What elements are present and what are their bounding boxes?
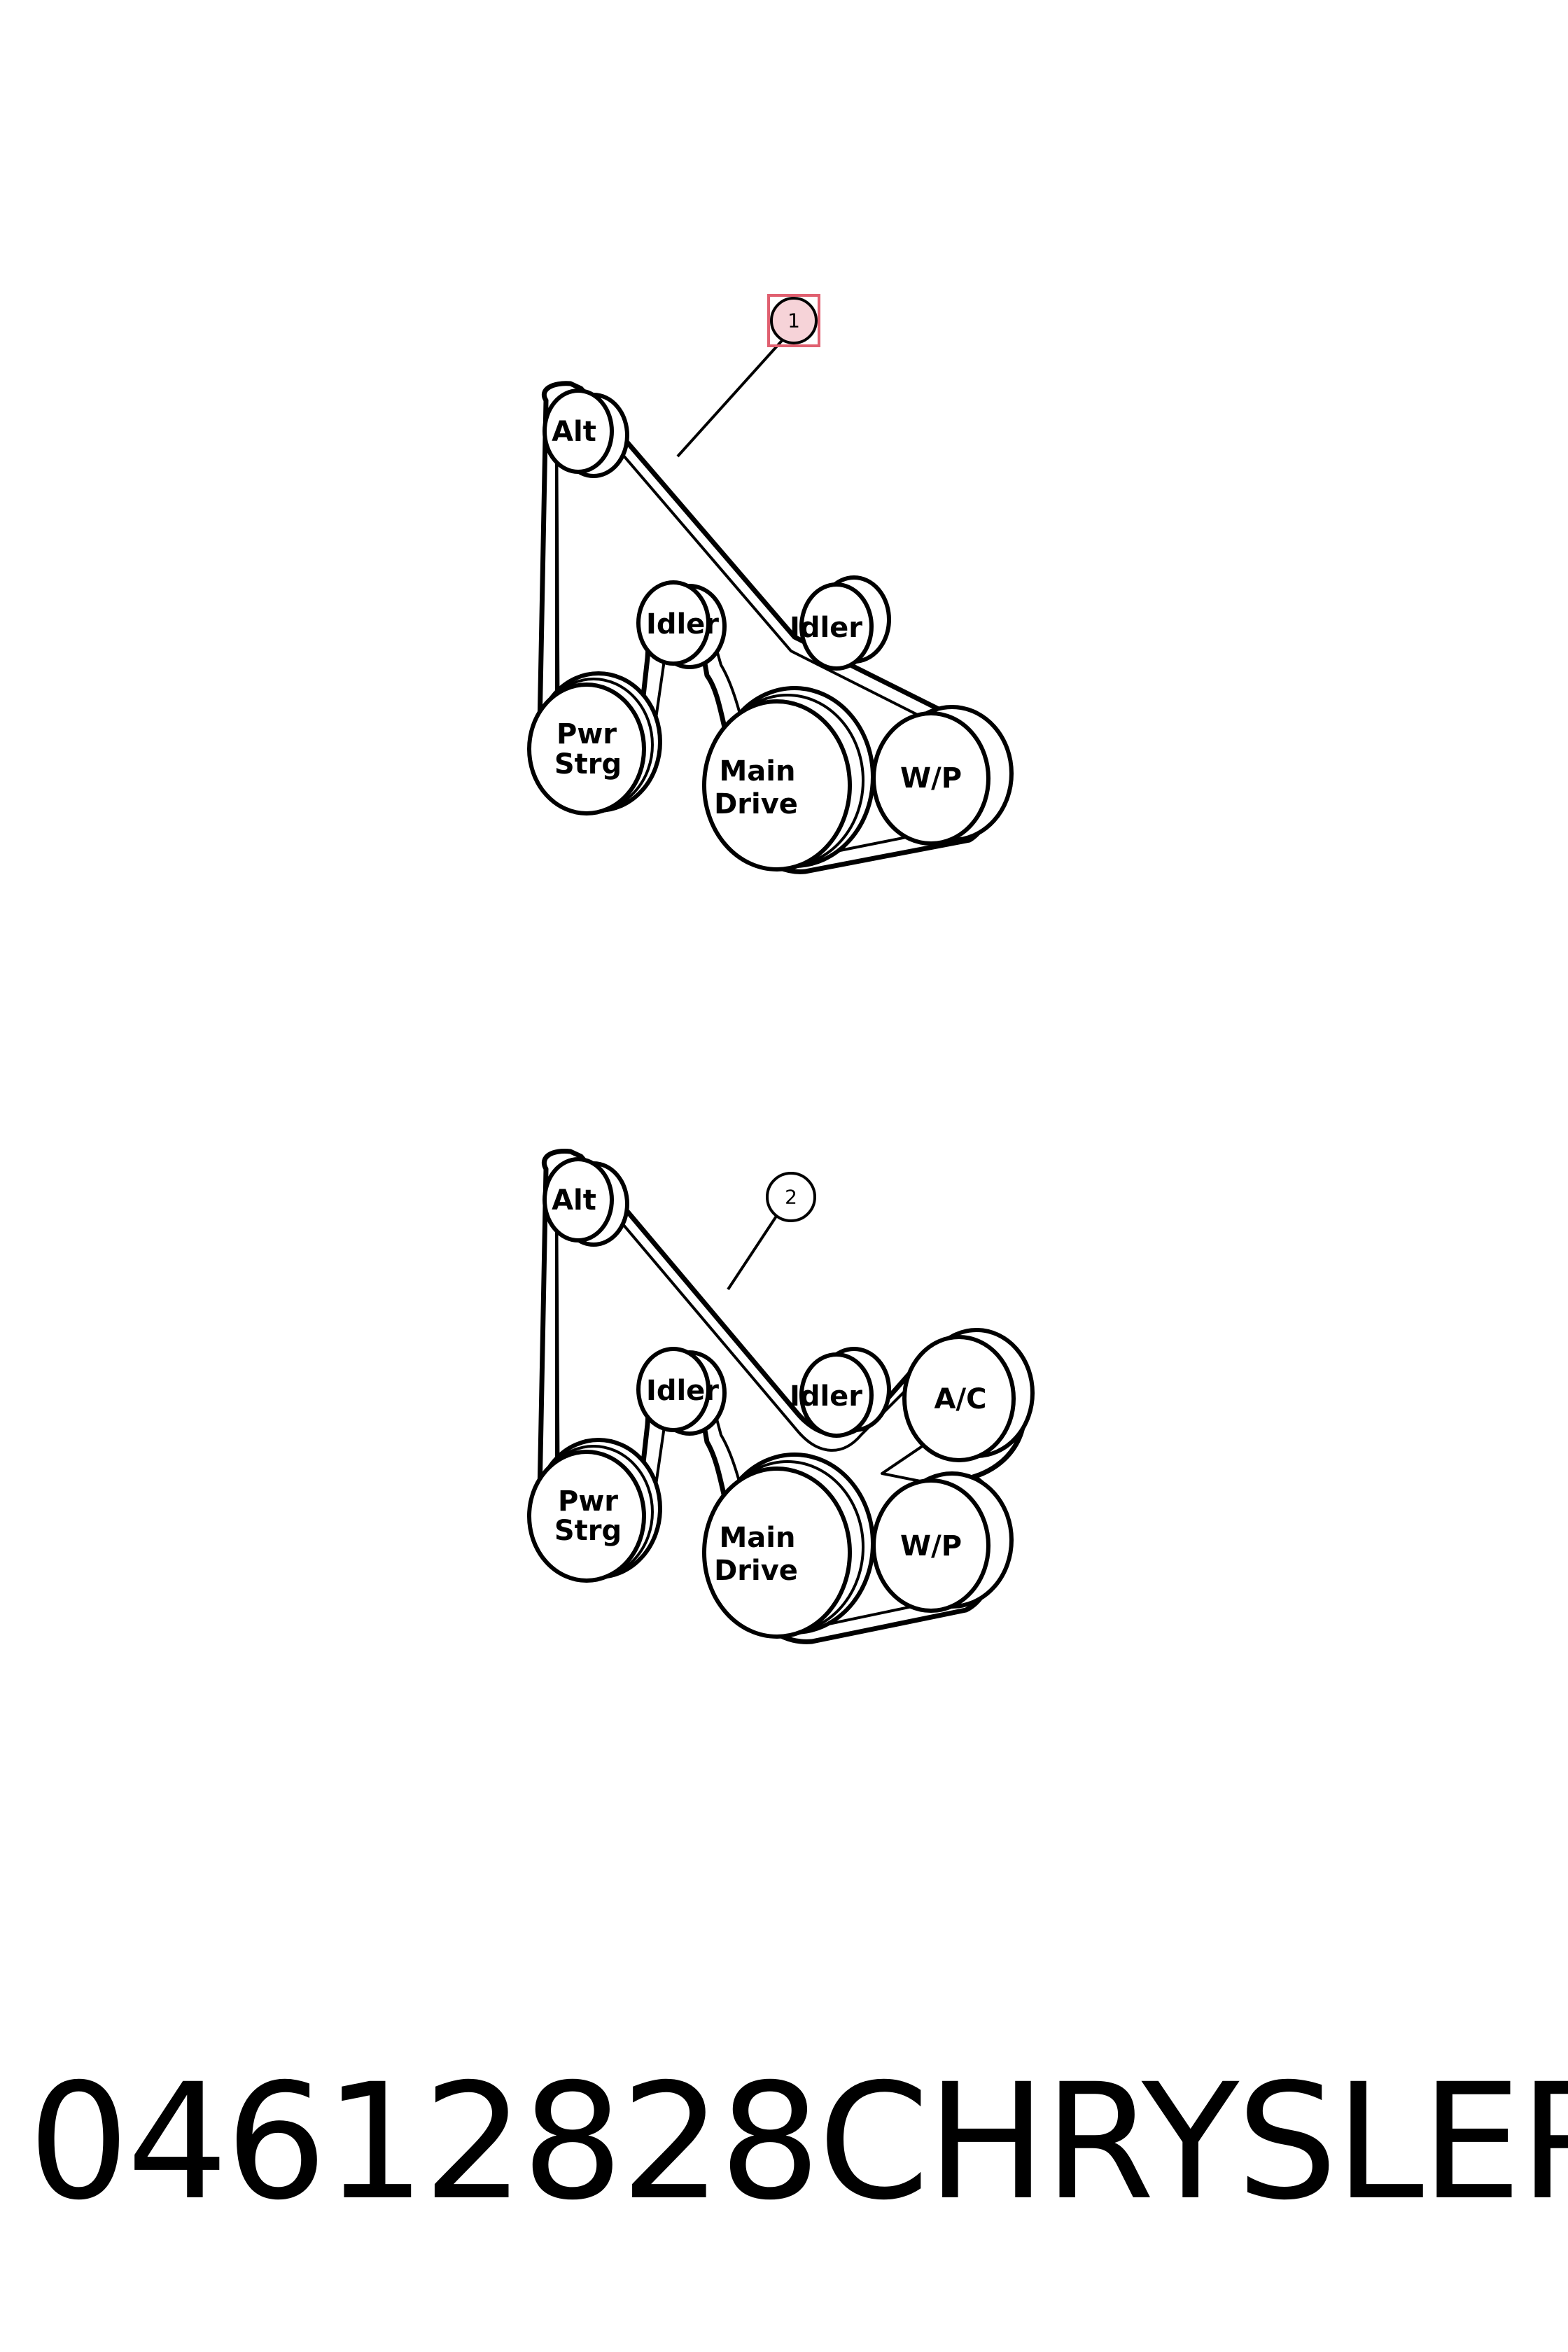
pwr-strg-label-line1: Pwr bbox=[556, 718, 617, 750]
main-drive-label-line1: Main bbox=[720, 1522, 796, 1554]
callout-2-number: 2 bbox=[785, 1186, 797, 1209]
pwr-strg-label-line2: Strg bbox=[554, 748, 622, 780]
part-number: 04612828 bbox=[28, 2049, 820, 2235]
pwr-strg-label-line1: Pwr bbox=[558, 1485, 618, 1518]
wp-pulley-2: W/P bbox=[872, 1471, 1014, 1613]
idler-left-label: Idler bbox=[646, 608, 719, 640]
wp-label: W/P bbox=[900, 762, 962, 794]
pwr-strg-pulley-2: Pwr Strg bbox=[527, 1438, 662, 1583]
alt-pulley-2: Alt bbox=[542, 1157, 629, 1247]
main-drive-pulley-2: Main Drive bbox=[702, 1452, 875, 1639]
callout-1[interactable]: 1 bbox=[676, 294, 820, 458]
ac-label: A/C bbox=[934, 1383, 987, 1415]
part-caption: 04612828 CHRYSLER bbox=[28, 2030, 1568, 2254]
idler-left-label: Idler bbox=[646, 1375, 719, 1407]
belt-diagram-2: Alt Idler Idler A/C Pwr Strg bbox=[527, 1148, 1035, 1644]
idler-right-pulley-2: Idler bbox=[790, 1347, 891, 1438]
wp-pulley-1: W/P bbox=[872, 705, 1014, 846]
main-drive-label-line2: Drive bbox=[714, 1555, 798, 1587]
pwr-strg-pulley-1: Pwr Strg bbox=[527, 671, 662, 816]
idler-right-pulley-1: Idler bbox=[790, 575, 891, 671]
main-drive-label-line2: Drive bbox=[714, 788, 798, 820]
main-drive-pulley-1: Main Drive bbox=[702, 686, 875, 872]
brand-name: CHRYSLER bbox=[818, 2049, 1568, 2235]
main-drive-label-line1: Main bbox=[720, 755, 796, 788]
ac-pulley-2: A/C bbox=[902, 1328, 1035, 1462]
callout-1-number: 1 bbox=[788, 309, 800, 332]
idler-left-pulley-1: Idler bbox=[636, 580, 727, 669]
wp-label: W/P bbox=[900, 1530, 962, 1562]
idler-right-label: Idler bbox=[790, 612, 862, 644]
idler-left-pulley-2: Idler bbox=[636, 1347, 727, 1436]
alt-pulley-1: Alt bbox=[542, 388, 629, 478]
pwr-strg-label-line2: Strg bbox=[554, 1515, 622, 1547]
idler-right-label: Idler bbox=[790, 1380, 862, 1413]
callout-2[interactable]: 2 bbox=[727, 1172, 816, 1291]
alt-label: Alt bbox=[552, 1184, 596, 1217]
belt-diagram-1: Alt Idler Idler Pwr Strg Main bbox=[527, 294, 1014, 874]
alt-label: Alt bbox=[552, 416, 596, 448]
